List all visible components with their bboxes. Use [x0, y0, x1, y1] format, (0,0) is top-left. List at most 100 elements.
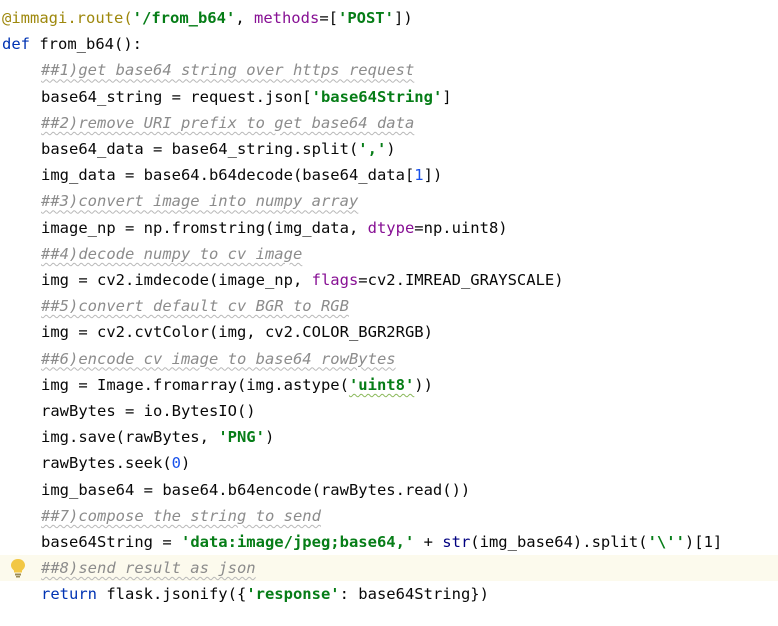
- code-text: image_np = np.fromstring(img_data, dtype…: [41, 215, 508, 241]
- code-text: ##2)remove URI prefix to get base64 data: [41, 110, 414, 136]
- code-text: @immagi.route('/from_b64', methods=['POS…: [2, 5, 413, 31]
- code-token-deco: @immagi.route(: [2, 9, 133, 27]
- code-token-plain: : base64String}): [339, 585, 489, 604]
- code-line[interactable]: image_np = np.fromstring(img_data, dtype…: [0, 215, 778, 241]
- code-text: img = cv2.cvtColor(img, cv2.COLOR_BGR2RG…: [41, 319, 433, 345]
- code-line[interactable]: return flask.jsonify({'response': base64…: [0, 581, 778, 607]
- code-text: ##1)get base64 string over https request: [41, 57, 414, 83]
- code-token-plain: )[1]: [684, 533, 723, 551]
- code-token-plain: from_b64():: [39, 35, 142, 54]
- code-line[interactable]: ##7)compose the string to send: [0, 503, 778, 529]
- code-token-plain: ,: [235, 9, 254, 27]
- code-line[interactable]: img_base64 = base64.b64encode(rawBytes.r…: [0, 477, 778, 503]
- code-text: rawBytes = io.BytesIO(): [41, 398, 256, 424]
- code-token-kw: def: [2, 35, 40, 54]
- code-token-plain: )): [414, 375, 433, 394]
- code-token-plain: base64String =: [41, 533, 181, 551]
- code-token-str: 'uint8': [348, 375, 415, 394]
- code-line[interactable]: ##8)send result as json: [0, 555, 778, 582]
- code-line[interactable]: base64_string = request.json['base64Stri…: [0, 84, 778, 110]
- code-token-plain: flask.jsonify({: [106, 585, 247, 604]
- code-token-num: 0: [171, 454, 181, 473]
- code-token-param: dtype: [367, 218, 415, 237]
- code-token-plain: img_data = base64.b64decode(base64_data[: [41, 166, 415, 185]
- code-token-str: '\'': [647, 533, 685, 551]
- code-line[interactable]: def from_b64():: [0, 31, 778, 57]
- code-text: img_data = base64.b64decode(base64_data[…: [41, 162, 442, 188]
- code-token-plain: base64_data = base64_string.split(: [41, 140, 359, 158]
- code-line[interactable]: img.save(rawBytes, 'PNG'): [0, 424, 778, 450]
- code-token-plain: ]): [423, 166, 443, 185]
- code-token-cmt: ##1)get base64 string over https request: [41, 61, 415, 80]
- code-line[interactable]: ##4)decode numpy to cv image: [0, 241, 778, 267]
- code-line[interactable]: img = cv2.imdecode(image_np, flags=cv2.I…: [0, 267, 778, 293]
- code-line[interactable]: @immagi.route('/from_b64', methods=['POS…: [0, 5, 778, 31]
- code-token-plain: ]): [393, 9, 413, 27]
- code-line[interactable]: ##2)remove URI prefix to get base64 data: [0, 110, 778, 136]
- code-text: ##3)convert image into numpy array: [41, 188, 358, 214]
- code-token-str: 'response': [246, 585, 340, 604]
- code-token-plain: =cv2.IMREAD_GRAYSCALE): [358, 271, 564, 289]
- code-line[interactable]: img_data = base64.b64decode(base64_data[…: [0, 162, 778, 188]
- code-token-cmt: ##3)convert image into numpy array: [41, 192, 359, 211]
- code-line[interactable]: ##1)get base64 string over https request: [0, 57, 778, 83]
- code-text: img = cv2.imdecode(image_np, flags=cv2.I…: [41, 267, 564, 293]
- code-line[interactable]: base64String = 'data:image/jpeg;base64,'…: [0, 529, 778, 555]
- code-token-plain: =np.uint8): [414, 218, 508, 237]
- code-token-plain: +: [414, 533, 443, 551]
- code-line[interactable]: base64_data = base64_string.split(','): [0, 136, 778, 162]
- code-text: ##7)compose the string to send: [41, 503, 321, 529]
- code-text: rawBytes.seek(0): [41, 450, 190, 476]
- code-token-plain: rawBytes.seek(: [41, 454, 172, 473]
- code-text: img = Image.fromarray(img.astype('uint8'…: [41, 372, 433, 398]
- code-token-param: flags: [311, 271, 359, 289]
- code-token-plain: ]: [442, 87, 452, 106]
- code-text: base64_data = base64_string.split(','): [41, 136, 396, 162]
- code-token-cmt: ##4)decode numpy to cv image: [41, 244, 303, 263]
- code-token-plain: ): [386, 140, 396, 158]
- code-token-plain: (img_base64).split(: [470, 533, 648, 551]
- code-text: def from_b64():: [2, 31, 142, 57]
- code-token-plain: image_np = np.fromstring(img_data,: [41, 218, 368, 237]
- code-line[interactable]: img = Image.fromarray(img.astype('uint8'…: [0, 372, 778, 398]
- code-text: base64_string = request.json['base64Stri…: [41, 84, 452, 110]
- code-token-plain: ): [264, 428, 275, 447]
- code-token-str: '/from_b64': [132, 9, 236, 27]
- code-text: return flask.jsonify({'response': base64…: [41, 581, 489, 607]
- code-text: base64String = 'data:image/jpeg;base64,'…: [41, 529, 722, 555]
- code-token-str: 'data:image/jpeg;base64,': [180, 533, 415, 551]
- code-token-cmt: ##5)convert default cv BGR to RGB: [41, 297, 349, 316]
- code-token-plain: img = Image.fromarray(img.astype(: [41, 375, 349, 394]
- code-token-plain: img = cv2.cvtColor(img, cv2.COLOR_BGR2RG…: [41, 323, 433, 342]
- code-token-cmt: ##2)remove URI prefix to get base64 data: [41, 113, 415, 132]
- code-text: ##5)convert default cv BGR to RGB: [41, 293, 349, 319]
- code-line[interactable]: ##5)convert default cv BGR to RGB: [0, 293, 778, 319]
- code-token-plain: img.save(rawBytes,: [41, 428, 219, 447]
- code-token-plain: img = cv2.imdecode(image_np,: [41, 271, 312, 289]
- code-token-str: ',': [358, 140, 387, 158]
- code-token-str: 'POST': [337, 9, 394, 27]
- lightbulb-icon[interactable]: [9, 558, 27, 578]
- code-token-str: 'PNG': [218, 428, 265, 447]
- code-token-plain: rawBytes = io.BytesIO(): [41, 402, 256, 420]
- code-token-kw: return: [41, 585, 107, 604]
- code-line[interactable]: img = cv2.cvtColor(img, cv2.COLOR_BGR2RG…: [0, 319, 778, 345]
- code-token-cmt: ##7)compose the string to send: [41, 506, 321, 525]
- code-line[interactable]: ##6)encode cv image to base64 rowBytes: [0, 346, 778, 372]
- code-token-plain: ): [181, 454, 191, 473]
- code-line[interactable]: rawBytes.seek(0): [0, 450, 778, 476]
- code-token-param: methods: [253, 9, 320, 27]
- code-token-num: 1: [414, 166, 424, 185]
- code-token-cmt: ##8)send result as json: [41, 559, 256, 578]
- code-token-plain: =[: [319, 9, 338, 27]
- code-token-plain: base64_string = request.json[: [41, 87, 312, 106]
- code-token-builtin: str: [442, 533, 471, 551]
- code-token-str: 'base64String': [311, 87, 443, 106]
- code-text: ##6)encode cv image to base64 rowBytes: [41, 346, 396, 372]
- code-text: ##8)send result as json: [41, 555, 256, 581]
- code-line[interactable]: rawBytes = io.BytesIO(): [0, 398, 778, 424]
- code-token-cmt: ##6)encode cv image to base64 rowBytes: [41, 349, 396, 368]
- code-text: ##4)decode numpy to cv image: [41, 241, 302, 267]
- code-line[interactable]: ##3)convert image into numpy array: [0, 188, 778, 214]
